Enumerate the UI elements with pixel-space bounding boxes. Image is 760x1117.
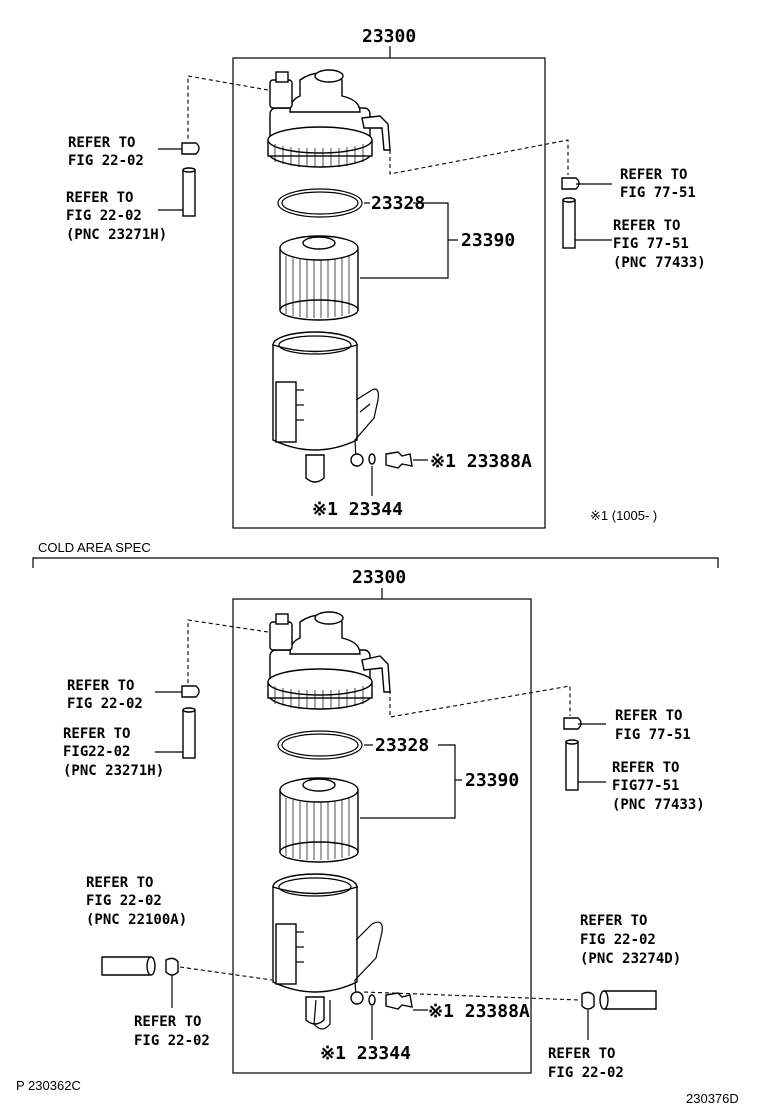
bottom-refer-heater-left-c[interactable]: (PNC 22100A) — [86, 912, 187, 928]
bottom-bowl-seal-number[interactable]: ※1 23344 — [320, 1043, 411, 1064]
bottom-refer-left-2-c[interactable]: (PNC 23271H) — [63, 763, 164, 779]
top-refer-left-1-a[interactable]: REFER TO — [68, 135, 135, 151]
section-title: COLD AREA SPEC — [38, 540, 151, 555]
bottom-refer-heater-right-b[interactable]: FIG 22-02 — [580, 932, 656, 948]
bottom-refer-clip-left-a[interactable]: REFER TO — [134, 1014, 201, 1030]
bottom-refer-left-1-a[interactable]: REFER TO — [67, 678, 134, 694]
drain-plug-icon[interactable] — [368, 992, 413, 1010]
bottom-drain-plug-number[interactable]: ※1 23388A — [428, 1001, 530, 1022]
top-drain-plug-number[interactable]: ※1 23388A — [430, 451, 532, 472]
section-bracket — [32, 557, 719, 568]
hose-icon[interactable] — [101, 956, 156, 976]
o-ring-icon[interactable] — [277, 730, 363, 760]
bottom-oring-number[interactable]: 23328 — [375, 735, 429, 756]
top-refer-left-1-b[interactable]: FIG 22-02 — [68, 153, 144, 169]
bottom-refer-clip-left-b[interactable]: FIG 22-02 — [134, 1033, 210, 1049]
page-code-right: 230376D — [686, 1091, 739, 1106]
bottom-refer-heater-left-b[interactable]: FIG 22-02 — [86, 893, 162, 909]
bottom-assembly-number[interactable]: 23300 — [352, 567, 406, 588]
fuel-filter-head-icon[interactable] — [267, 69, 391, 168]
bottom-assembly-frame — [232, 598, 532, 1074]
top-bowl-seal-number[interactable]: ※1 23344 — [312, 499, 403, 520]
filter-bowl-icon[interactable] — [272, 331, 379, 483]
cold-area-section: COLD AREA SPEC 23300 — [32, 540, 719, 1081]
hose-icon[interactable] — [563, 717, 582, 791]
o-ring-icon[interactable] — [277, 188, 363, 218]
bottom-refer-right-2-a[interactable]: REFER TO — [612, 760, 679, 776]
fuel-filter-head-icon[interactable] — [267, 611, 391, 710]
top-refer-left-2-a[interactable]: REFER TO — [66, 190, 133, 206]
top-refer-left-2-c[interactable]: (PNC 23271H) — [66, 227, 167, 243]
top-refer-right-1-b[interactable]: FIG 77-51 — [620, 185, 696, 201]
filter-bowl-icon[interactable] — [272, 873, 383, 1030]
bottom-refer-right-1-b[interactable]: FIG 77-51 — [615, 727, 691, 743]
footnote: ※1 (1005- ) — [590, 508, 657, 523]
filter-element-icon[interactable] — [279, 235, 359, 321]
top-section: 23300 — [66, 26, 706, 529]
bottom-element-number[interactable]: 23390 — [465, 770, 519, 791]
top-assembly-number[interactable]: 23300 — [362, 26, 416, 47]
hose-icon[interactable] — [181, 685, 200, 759]
hose-icon[interactable] — [599, 990, 657, 1010]
top-refer-right-2-a[interactable]: REFER TO — [613, 218, 680, 234]
bottom-refer-left-2-a[interactable]: REFER TO — [63, 726, 130, 742]
top-refer-right-2-b[interactable]: FIG 77-51 — [613, 236, 689, 252]
bottom-refer-right-1-a[interactable]: REFER TO — [615, 708, 682, 724]
top-refer-left-2-b[interactable]: FIG 22-02 — [66, 208, 142, 224]
bottom-refer-clip-right-a[interactable]: REFER TO — [548, 1046, 615, 1062]
top-assembly-frame — [232, 57, 546, 529]
top-refer-right-1-a[interactable]: REFER TO — [620, 167, 687, 183]
page-code-left: P 230362C — [16, 1078, 81, 1093]
drain-plug-icon[interactable] — [368, 451, 413, 469]
hose-icon[interactable] — [561, 177, 580, 249]
bottom-refer-heater-right-c[interactable]: (PNC 23274D) — [580, 951, 681, 967]
bottom-refer-right-2-b[interactable]: FIG77-51 — [612, 778, 679, 794]
top-oring-number[interactable]: 23328 — [371, 193, 425, 214]
hose-icon[interactable] — [181, 142, 200, 217]
bottom-refer-heater-right-a[interactable]: REFER TO — [580, 913, 647, 929]
bottom-refer-clip-right-b[interactable]: FIG 22-02 — [548, 1065, 624, 1081]
clip-icon[interactable] — [165, 957, 179, 1008]
bottom-refer-heater-left-a[interactable]: REFER TO — [86, 875, 153, 891]
bottom-refer-right-2-c[interactable]: (PNC 77433) — [612, 797, 705, 813]
filter-element-icon[interactable] — [279, 777, 359, 863]
bottom-refer-left-1-b[interactable]: FIG 22-02 — [67, 696, 143, 712]
bottom-refer-left-2-b[interactable]: FIG22-02 — [63, 744, 130, 760]
top-refer-right-2-c[interactable]: (PNC 77433) — [613, 255, 706, 271]
top-element-number[interactable]: 23390 — [461, 230, 515, 251]
clip-icon[interactable] — [581, 991, 595, 1040]
